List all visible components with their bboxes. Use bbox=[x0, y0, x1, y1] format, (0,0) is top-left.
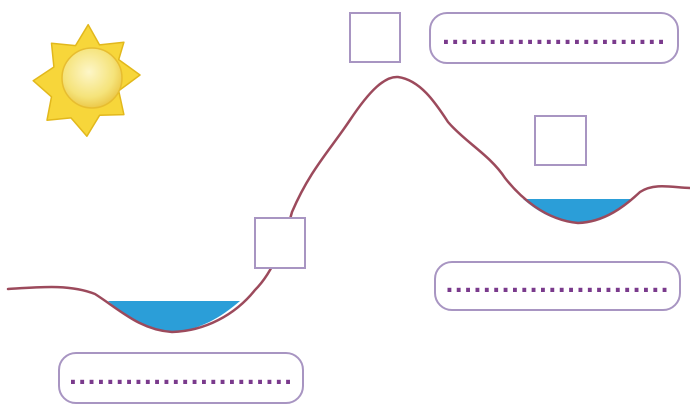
sun-icon bbox=[32, 23, 141, 137]
answer-box-top-right[interactable]: ........................ bbox=[429, 12, 679, 64]
answer-blank-top-right: ........................ bbox=[441, 25, 667, 50]
left-lake bbox=[108, 301, 240, 332]
terrain-line bbox=[6, 75, 690, 334]
marker-box-peak[interactable] bbox=[349, 12, 401, 63]
right-lake bbox=[523, 199, 632, 223]
answer-box-middle-right[interactable]: ........................ bbox=[434, 261, 681, 311]
answer-blank-middle-right: ........................ bbox=[445, 273, 670, 298]
marker-box-right-lake[interactable] bbox=[534, 115, 587, 166]
answer-blank-bottom-left: ........................ bbox=[68, 365, 294, 390]
marker-box-slope[interactable] bbox=[254, 217, 306, 269]
answer-box-bottom-left[interactable]: ........................ bbox=[58, 352, 304, 404]
